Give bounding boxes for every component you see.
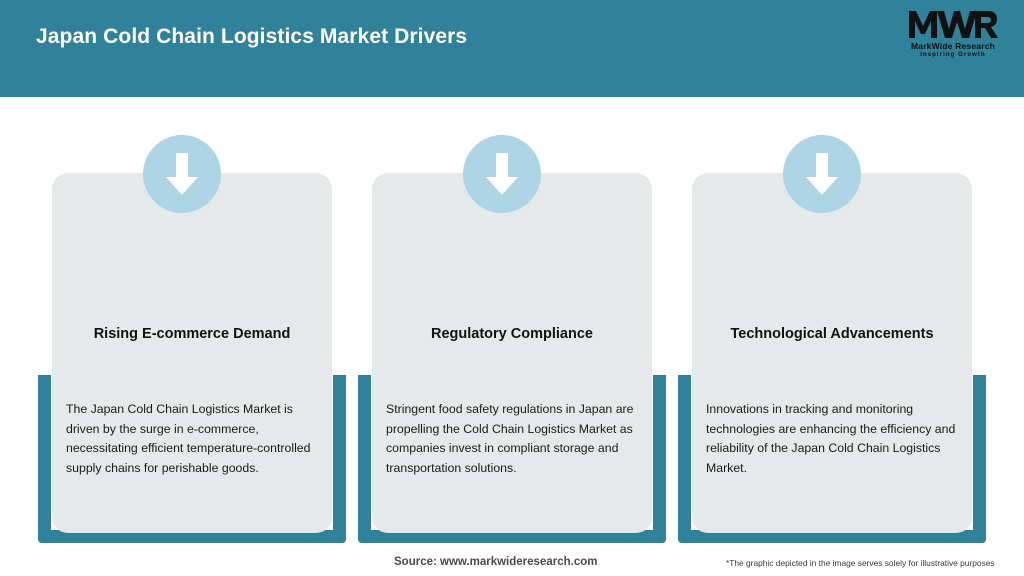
arrow-down-icon	[463, 135, 541, 213]
logo-company-name: MarkWide Research	[910, 41, 996, 51]
driver-card-3[interactable]: Technological Advancements Innovations i…	[672, 97, 992, 543]
mwr-logo-icon	[909, 11, 998, 38]
card-title: Technological Advancements	[730, 326, 934, 342]
arrow-down-icon	[143, 135, 221, 213]
card-body-text: Innovations in tracking and monitoring t…	[706, 402, 956, 475]
cards-area: Rising E-commerce Demand The Japan Cold …	[0, 97, 1024, 543]
logo-tagline: Inspiring Growth	[920, 52, 986, 58]
brand-logo: MarkWide Research Inspiring Growth	[900, 8, 1006, 66]
page-title: Japan Cold Chain Logistics Market Driver…	[36, 25, 468, 48]
driver-card-2[interactable]: Regulatory Compliance Stringent food saf…	[352, 97, 672, 543]
card-accent-bracket	[38, 375, 346, 543]
driver-card-1[interactable]: Rising E-commerce Demand The Japan Cold …	[32, 97, 352, 543]
arrow-down-icon	[783, 135, 861, 213]
card-title: Rising E-commerce Demand	[93, 326, 291, 342]
card-accent-bracket	[678, 375, 986, 543]
card-surface: Regulatory Compliance Stringent food saf…	[372, 173, 652, 533]
footer-disclaimer: *The graphic depicted in the image serve…	[726, 558, 995, 568]
card-surface: Technological Advancements Innovations i…	[692, 173, 972, 533]
card-accent-bracket	[358, 375, 666, 543]
footer-source-link[interactable]: Source: www.markwideresearch.com	[394, 556, 598, 568]
card-body-text: Stringent food safety regulations in Jap…	[386, 402, 634, 475]
card-title: Regulatory Compliance	[431, 326, 593, 342]
header-bar	[0, 0, 1024, 97]
card-surface: Rising E-commerce Demand The Japan Cold …	[52, 173, 332, 533]
card-body-text: The Japan Cold Chain Logistics Market is…	[66, 402, 311, 475]
